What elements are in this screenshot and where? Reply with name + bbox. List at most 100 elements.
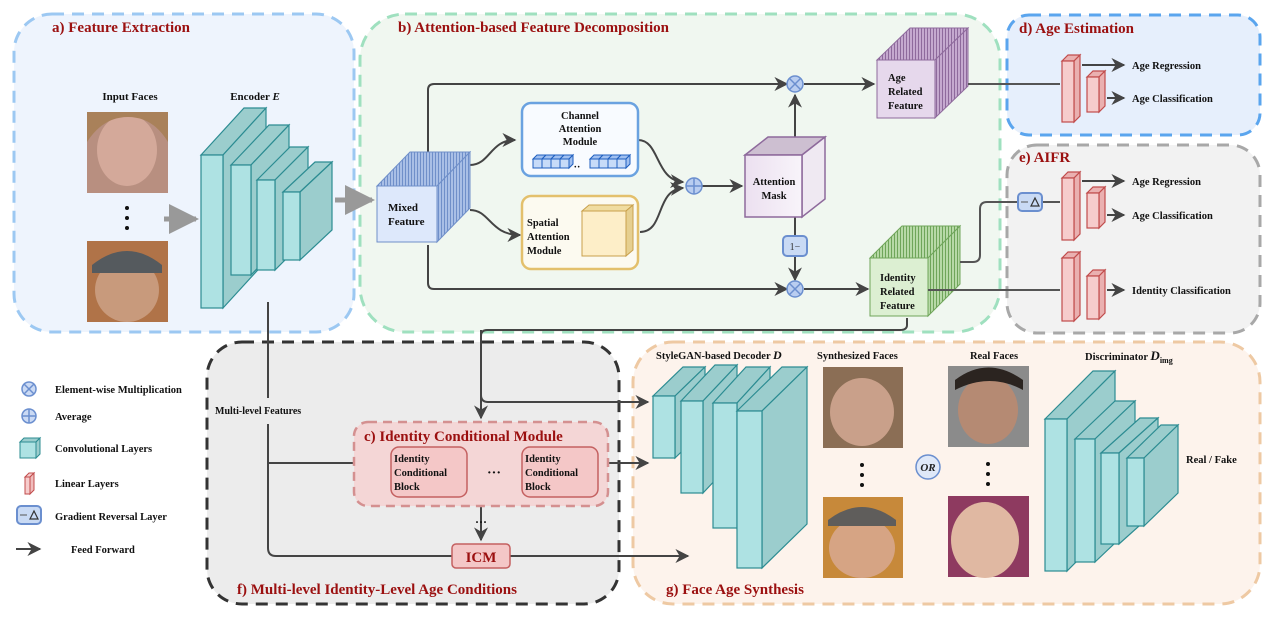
synthesized-faces-label: Synthesized Faces	[817, 351, 898, 362]
identity-conditional-block: Identity Conditional Block	[521, 446, 599, 498]
discriminator-label: Discriminator Dimg	[1085, 348, 1173, 365]
legend: Element-wise Multiplication Average Conv…	[16, 381, 182, 556]
linear-layer	[1085, 268, 1107, 321]
mixed-feature-block: Mixed Feature	[375, 150, 472, 244]
svg-text:Identity: Identity	[394, 454, 430, 465]
svg-text:Feed Forward: Feed Forward	[71, 545, 135, 556]
age-regression-output: Age Regression	[1132, 61, 1201, 72]
element-wise-multiplication-icon	[786, 75, 804, 93]
panel-b-title: b) Attention-based Feature Decomposition	[398, 20, 670, 36]
svg-text:Attention: Attention	[527, 232, 570, 243]
synthesized-face-old	[823, 367, 903, 448]
average-icon	[685, 177, 703, 195]
conv-layer	[735, 365, 809, 570]
flow-line	[960, 201, 1018, 263]
convolutional-layer-icon	[18, 436, 42, 460]
svg-text:Identity: Identity	[525, 454, 561, 465]
panel-a-title: a) Feature Extraction	[52, 20, 191, 36]
input-face-man	[87, 241, 168, 322]
age-related-feature-block: Age Related Feature	[875, 26, 970, 120]
panel-c-title: c) Identity Conditional Module	[364, 429, 563, 445]
ellipsis-dots	[986, 462, 990, 486]
panel-g-title: g) Face Age Synthesis	[666, 582, 804, 598]
panel-f-title: f) Multi-level Identity-Level Age Condit…	[237, 582, 517, 598]
svg-text:Age: Age	[888, 73, 906, 84]
svg-text:OR: OR	[920, 462, 935, 474]
gradient-reversal-icon	[16, 505, 42, 525]
svg-text:Block: Block	[525, 482, 551, 493]
flow-line	[639, 181, 685, 233]
identity-related-feature-block: Identity Related Feature	[868, 224, 962, 318]
age-classification-output: Age Classification	[1132, 94, 1213, 105]
svg-text:Attention: Attention	[753, 177, 796, 188]
ellipsis-dots	[125, 206, 129, 230]
svg-text:Channel: Channel	[561, 111, 599, 122]
encoder-conv-stack	[199, 106, 334, 310]
identity-classification-output: Identity Classification	[1132, 286, 1231, 297]
svg-text:Block: Block	[394, 482, 420, 493]
linear-layer	[1060, 170, 1082, 242]
decoder-conv-stack	[651, 363, 809, 570]
synthesized-face-child	[823, 497, 903, 578]
svg-text:Feature: Feature	[888, 101, 923, 112]
svg-text:Feature: Feature	[880, 301, 915, 312]
real-face-child	[948, 496, 1029, 578]
input-faces-label: Input Faces	[102, 91, 158, 103]
svg-text:Module: Module	[563, 137, 598, 148]
ellipsis-dots	[860, 463, 864, 487]
linear-layer-icon	[23, 471, 36, 496]
svg-text:Convolutional Layers: Convolutional Layers	[55, 444, 152, 455]
svg-text:Element-wise Multiplication: Element-wise Multiplication	[55, 385, 182, 396]
svg-text:Conditional: Conditional	[525, 468, 578, 479]
svg-text:Attention: Attention	[559, 124, 602, 135]
attention-mask-cube: Attention Mask	[742, 135, 828, 219]
channel-attention-module: Channel Attention Module ··	[520, 101, 640, 178]
real-fake-output: Real / Fake	[1186, 455, 1237, 466]
panel-b-attention-decomposition	[358, 12, 1002, 334]
element-wise-multiplication-icon	[21, 381, 37, 397]
conv-layer	[281, 160, 334, 262]
svg-text:Identity: Identity	[880, 273, 916, 284]
linear-layer	[1060, 53, 1082, 124]
svg-text:Module: Module	[527, 246, 562, 257]
average-icon	[21, 408, 37, 424]
linear-layer	[1085, 69, 1107, 114]
input-face-girl	[87, 112, 168, 193]
conv-layer	[1125, 423, 1180, 528]
linear-layer	[1085, 185, 1107, 230]
svg-text:Related: Related	[888, 87, 923, 98]
aifr-age-classification-output: Age Classification	[1132, 211, 1213, 222]
flow-line	[427, 245, 789, 296]
svg-text:1−: 1−	[790, 242, 801, 253]
svg-text:ICM: ICM	[466, 550, 497, 566]
svg-text:Mixed: Mixed	[388, 202, 418, 214]
svg-text:Linear Layers: Linear Layers	[55, 479, 119, 490]
real-faces-label: Real Faces	[970, 351, 1018, 362]
channel-vector-icon	[531, 153, 632, 170]
icm-block: ICM	[451, 543, 511, 569]
svg-text:···: ···	[487, 466, 501, 481]
gradient-reversal-icon	[1017, 192, 1043, 212]
svg-text:Conditional: Conditional	[394, 468, 447, 479]
identity-conditional-module: c) Identity Conditional Module Identity …	[352, 420, 610, 508]
flow-line	[469, 133, 517, 166]
panel-e-aifr	[1005, 143, 1262, 335]
flow-line	[267, 424, 452, 557]
real-face-elderly-woman	[948, 366, 1029, 447]
linear-layer	[1060, 250, 1082, 323]
flow-line	[427, 77, 789, 168]
panel-e-title: e) AIFR	[1019, 150, 1070, 166]
encoder-label: Encoder E	[230, 91, 280, 103]
discriminator-conv-stack	[1043, 369, 1180, 573]
ellipsis-dots: ···	[475, 515, 487, 529]
one-minus-op: 1−	[782, 235, 808, 257]
svg-text:Average: Average	[55, 412, 92, 423]
svg-text:··: ··	[574, 162, 581, 173]
svg-text:Related: Related	[880, 287, 915, 298]
flow-line	[637, 139, 685, 189]
svg-text:Mask: Mask	[761, 191, 786, 202]
flow-line	[469, 209, 522, 242]
svg-text:Gradient Reversal Layer: Gradient Reversal Layer	[55, 512, 167, 523]
panel-d-title: d) Age Estimation	[1019, 21, 1135, 37]
